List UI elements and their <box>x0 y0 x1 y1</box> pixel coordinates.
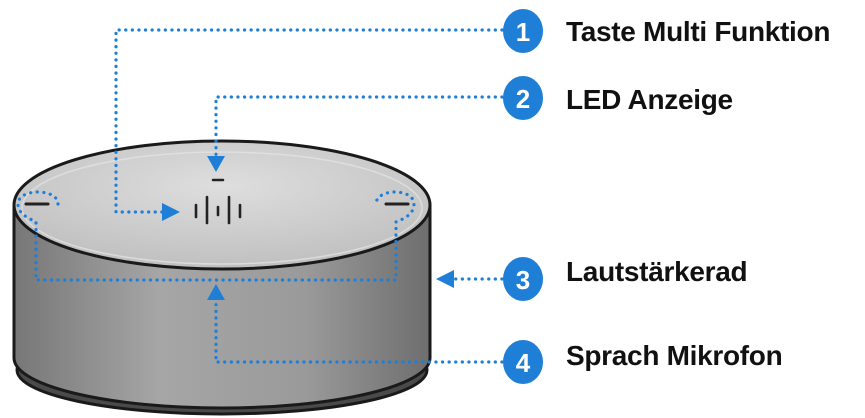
callout-line-4 <box>214 296 504 364</box>
arrowhead-1 <box>162 203 180 221</box>
arrowhead-2 <box>207 156 225 172</box>
badge-2: 2 <box>503 76 543 120</box>
badge-4: 4 <box>503 340 543 384</box>
badge-number-3: 3 <box>516 265 530 295</box>
callout-lines <box>16 28 504 364</box>
callout-arrowheads <box>162 156 454 300</box>
callout-label-multi-function-button: Taste Multi Funktion <box>566 16 831 47</box>
badge-number-1: 1 <box>516 17 530 47</box>
arrowhead-3 <box>436 270 454 288</box>
badge-number-4: 4 <box>516 348 531 378</box>
speaker-device <box>12 139 432 416</box>
badge-3: 3 <box>503 257 543 301</box>
arrowhead-4 <box>207 284 225 300</box>
mic-path <box>16 190 416 282</box>
speaker-top <box>12 139 432 271</box>
speaker-top-rim <box>21 151 423 265</box>
badge-1: 1 <box>503 9 543 53</box>
multi-function-button <box>194 195 242 225</box>
badge-number-2: 2 <box>516 84 530 114</box>
callout-line-1 <box>114 28 504 214</box>
callout-label-led-indicator: LED Anzeige <box>566 84 733 115</box>
callout-label-volume-wheel: Lautstärkerad <box>566 256 748 287</box>
callout-label-voice-microphone: Sprach Mikrofon <box>566 340 783 371</box>
